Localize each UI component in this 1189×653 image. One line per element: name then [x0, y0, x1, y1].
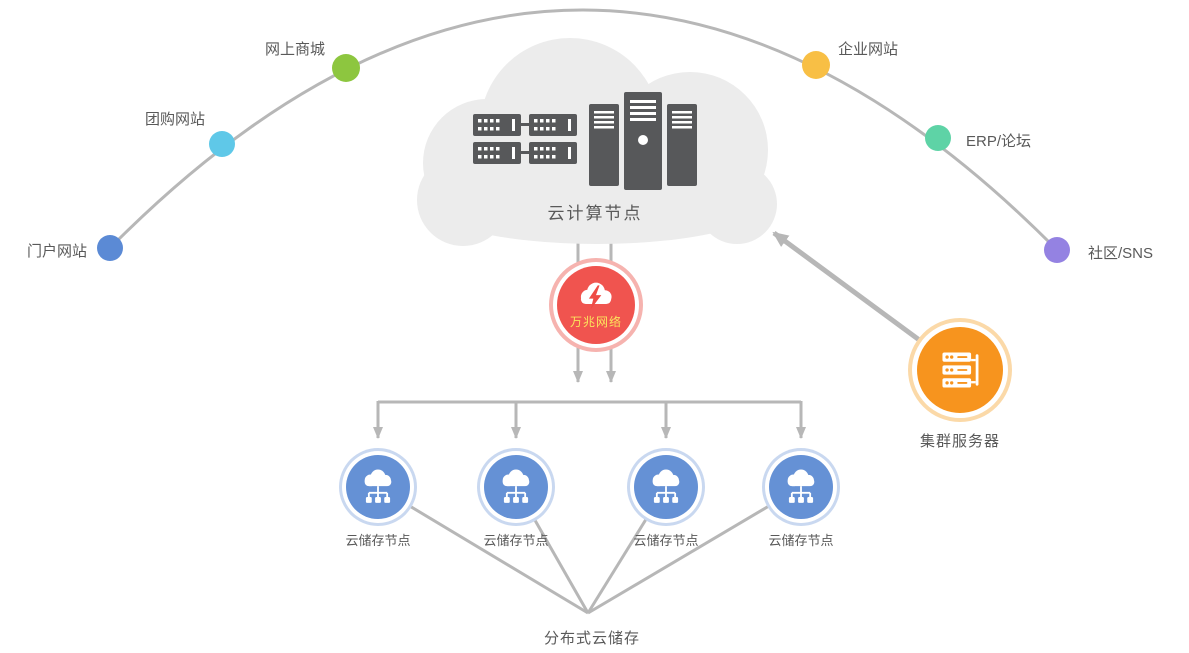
storage-node-label-2: 云储存节点: [483, 533, 549, 548]
network-node: 万兆网络: [557, 266, 635, 344]
network-node-label: 万兆网络: [569, 315, 622, 329]
compute-cloud: [417, 38, 777, 246]
cloud-storage-icon: [502, 469, 530, 503]
cluster-server-node: [917, 327, 1003, 413]
cluster-server-label: 集群服务器: [919, 433, 1000, 450]
website-label-sns: 社区/SNS: [1088, 245, 1154, 262]
website-label-enterprise: 企业网站: [838, 41, 899, 58]
storage-node-label-3: 云储存节点: [633, 533, 699, 548]
cloud-lightning-icon: [580, 282, 612, 310]
distributed-storage-label: 分布式云储存: [543, 630, 640, 647]
website-dot-groupbuy: [209, 131, 235, 157]
website-label-mall: 网上商城: [265, 41, 326, 58]
server-stack-icon: [942, 352, 979, 388]
cloud-storage-icon: [787, 469, 815, 503]
storage-node-1: [346, 455, 410, 519]
converge-line-1: [377, 485, 589, 615]
website-dot-enterprise: [802, 51, 830, 79]
website-dot-erp: [925, 125, 951, 151]
cloud-storage-icon: [364, 469, 392, 503]
website-label-portal: 门户网站: [27, 243, 88, 260]
website-dot-portal: [97, 235, 123, 261]
websites-arc: [108, 8, 1059, 252]
cloud-storage-icon: [652, 469, 680, 503]
compute-cloud-label: 云计算节点: [547, 204, 643, 223]
storage-node-2: [484, 455, 548, 519]
rack-servers-icon: [473, 114, 577, 164]
storage-node-4: [769, 455, 833, 519]
storage-node-label-1: 云储存节点: [345, 533, 411, 548]
website-label-groupbuy: 团购网站: [145, 111, 206, 128]
storage-node-label-4: 云储存节点: [768, 533, 834, 548]
storage-node-3: [634, 455, 698, 519]
website-label-erp: ERP/论坛: [966, 133, 1032, 150]
tower-servers-icon: [589, 92, 697, 190]
website-dot-mall: [332, 54, 360, 82]
converge-line-4: [587, 485, 802, 615]
website-dot-sns: [1044, 237, 1070, 263]
